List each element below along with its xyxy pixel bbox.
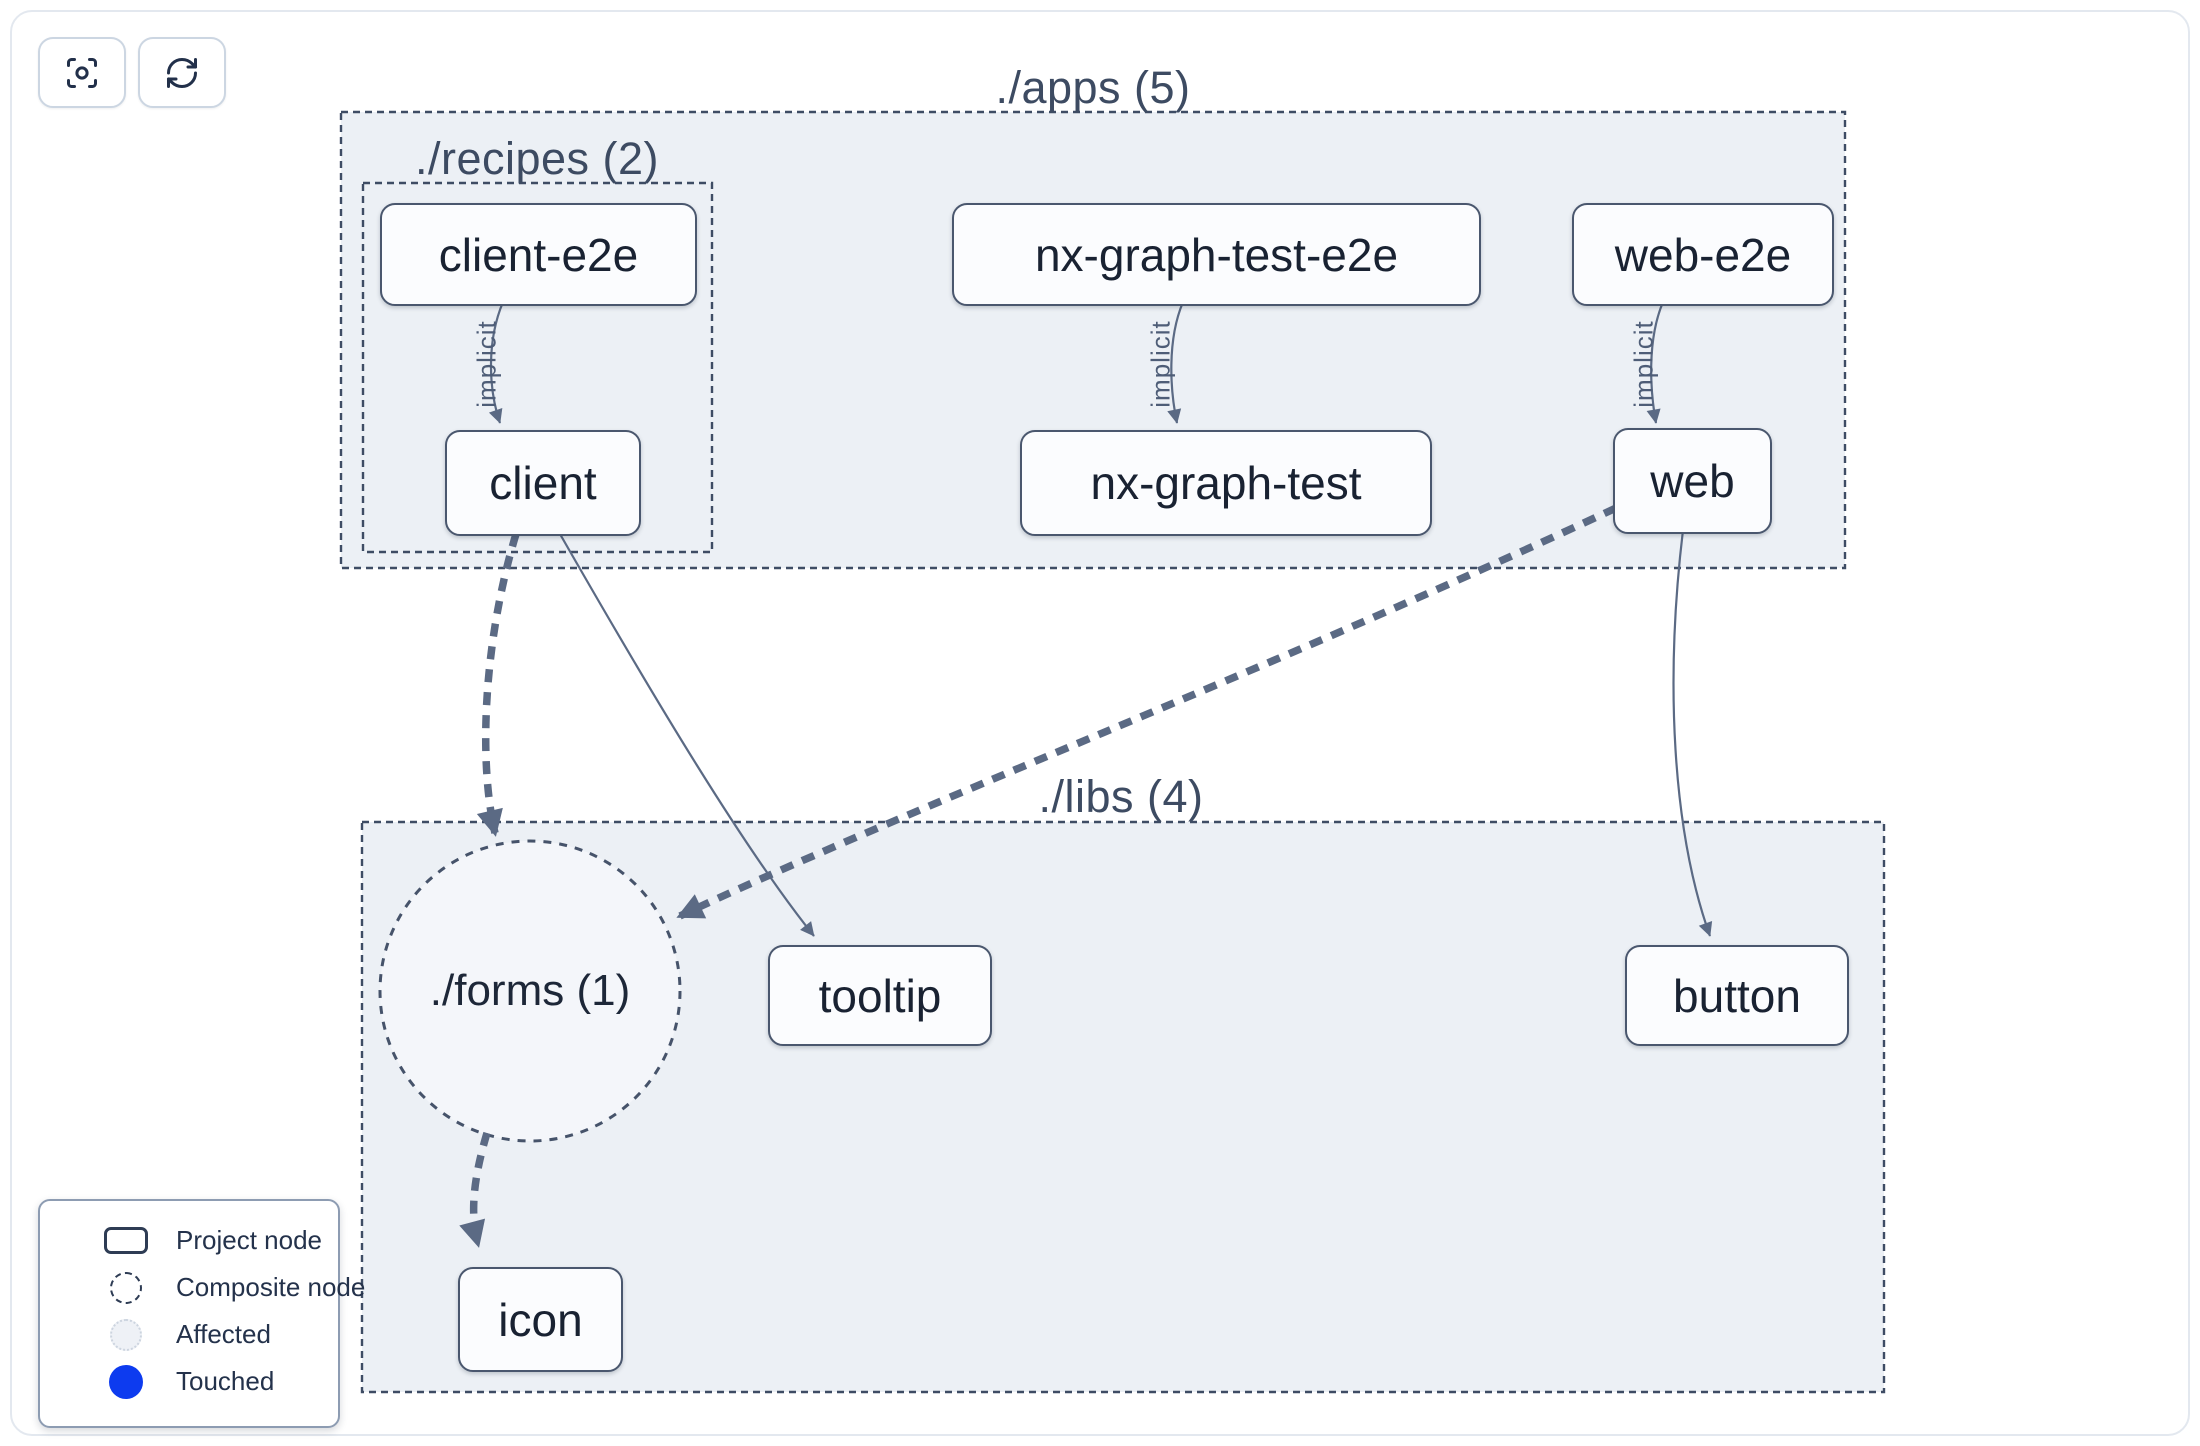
refresh-icon [167, 57, 197, 88]
node-button[interactable]: button [1625, 945, 1849, 1046]
edge-client-e2e-client [488, 301, 505, 424]
legend-item-project-node: Project node [40, 1217, 338, 1264]
edge-nx-graph-test-e2e-nx-graph-test [1167, 301, 1185, 424]
legend-item-affected: Affected [40, 1311, 338, 1358]
node-client[interactable]: client [445, 430, 641, 536]
legend-label: Affected [176, 1319, 271, 1349]
node-label: web [1650, 455, 1735, 507]
cluster-label-apps: ./apps (5) [995, 62, 1191, 113]
edge-forms-icon [459, 1131, 491, 1248]
affected-symbol [102, 1318, 150, 1351]
project-node-symbol [102, 1227, 150, 1254]
edge-label-implicit: implicit [471, 320, 502, 408]
node-label: icon [498, 1293, 583, 1346]
cluster-label-recipes: ./recipes (2) [414, 133, 660, 184]
edge-web-forms [676, 504, 1618, 920]
node-web[interactable]: web [1613, 428, 1772, 534]
edge-label-implicit: implicit [1145, 320, 1176, 408]
node-client-e2e[interactable]: client-e2e [380, 203, 697, 306]
focus-button[interactable] [38, 37, 126, 108]
legend-label: Touched [176, 1366, 275, 1396]
composite-node-forms-label: ./forms (1) [429, 966, 631, 1015]
node-label: tooltip [818, 969, 942, 1022]
node-nx-graph-test-e2e[interactable]: nx-graph-test-e2e [952, 203, 1481, 306]
refresh-button[interactable] [138, 37, 226, 108]
node-label: client-e2e [438, 228, 639, 281]
edge-web-button [1672, 529, 1713, 937]
node-label: button [1673, 969, 1801, 1022]
composite-node-symbol [102, 1271, 150, 1304]
edge-client-forms [476, 532, 520, 837]
composite-node-forms[interactable] [378, 839, 682, 1143]
edge-label-implicit: implicit [1628, 320, 1659, 408]
legend-label: Composite node [176, 1272, 366, 1302]
touched-symbol [102, 1364, 150, 1399]
cluster-label-libs: ./libs (4) [1038, 771, 1204, 822]
edge-web-e2e-web [1646, 301, 1665, 424]
node-web-e2e[interactable]: web-e2e [1572, 203, 1834, 306]
focus-icon [67, 57, 97, 88]
node-label: nx-graph-test-e2e [1034, 228, 1399, 281]
edge-client-tooltip [559, 533, 815, 937]
legend-item-composite-node: Composite node [40, 1264, 365, 1311]
legend-item-touched: Touched [40, 1358, 338, 1405]
node-icon[interactable]: icon [458, 1267, 623, 1372]
node-label: web-e2e [1614, 228, 1792, 281]
node-label: client [489, 457, 597, 509]
legend-label: Project node [176, 1225, 322, 1255]
node-nx-graph-test[interactable]: nx-graph-test [1020, 430, 1432, 536]
node-label: nx-graph-test [1090, 457, 1362, 509]
legend-panel: Project node Composite node Affected Tou… [38, 1199, 365, 1428]
node-tooltip[interactable]: tooltip [768, 945, 992, 1046]
